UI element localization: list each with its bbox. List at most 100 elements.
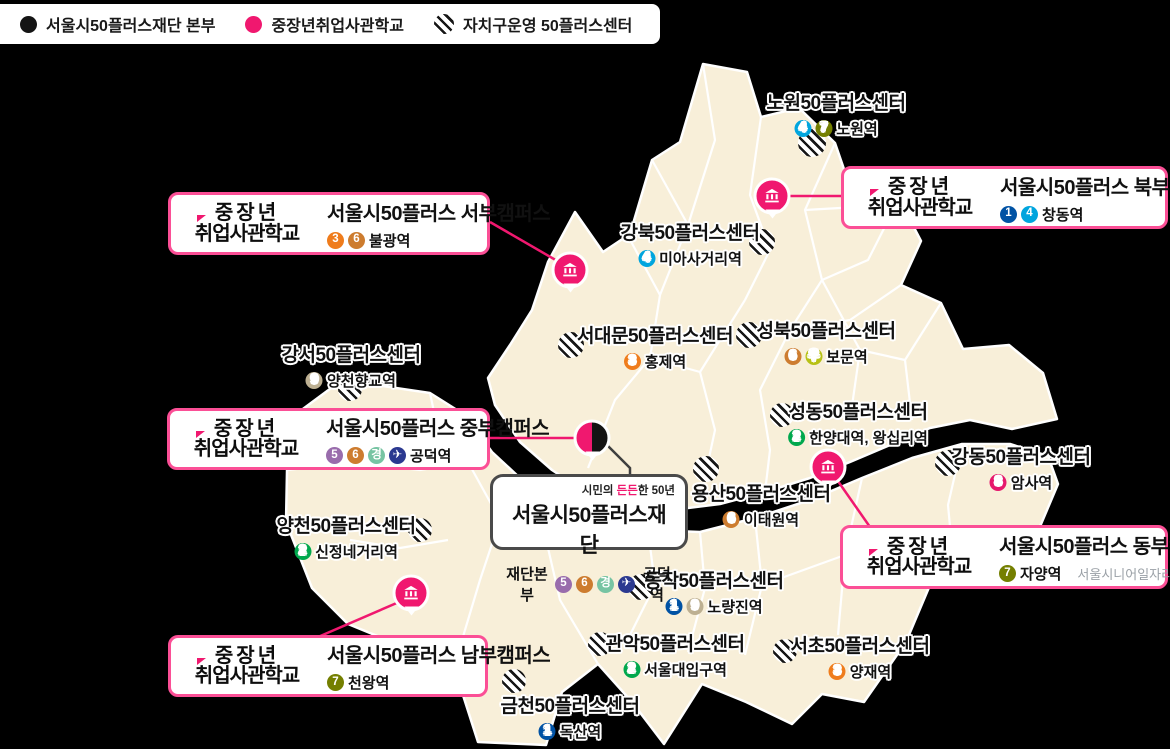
subway-line-badge: 4 [1021,205,1038,223]
subway-line-badge: 6 [347,447,364,464]
campus-dot-icon [245,15,263,33]
pin-west-campus[interactable] [551,251,589,289]
logo-line2: 취업사관학교 [194,665,300,687]
subway-line-badge: 6 [576,575,593,593]
logo-line1: 중장년 [214,202,280,225]
district-marker-gwanak[interactable] [588,632,612,656]
subway-line-badge: 6 [348,231,365,249]
station-name: 홍제역 [644,354,687,371]
campus-title: 서울시50플러스 서부캠퍼스 [327,202,551,225]
station-name: 양재역 [849,664,892,681]
subway-line-badge: 2 [788,429,806,446]
station-name: 공덕역 [643,566,671,604]
hatch-circle-icon [433,14,454,34]
subway-line-badge: 2 [294,543,312,560]
foundation-title: 서울시50플러스재단 [511,504,667,557]
pin-south-campus[interactable] [392,574,430,612]
logo-line2: 취업사관학교 [193,438,299,460]
center-name: 강서50플러스센터 [281,345,422,366]
bank-icon [765,188,779,203]
subway-line-badge: 6 [722,511,740,528]
subway-line-badge: 3 [828,663,846,680]
station-name: 노량진역 [707,599,763,616]
subway-line-badge: 7 [999,565,1016,582]
academy-logo: 중장년 취업사관학교 [856,177,984,218]
district-marker-geumcheon[interactable] [502,669,526,693]
map-north-mass [486,62,1059,512]
subway-line-badge: 1 [665,598,683,615]
bank-icon [404,585,418,600]
subway-line-badge: 3 [327,231,344,249]
academy-logo: 중장년 취업사관학교 [855,536,983,577]
station-name: 미아사거리역 [659,251,742,268]
foundation-tagline: 시민의 든든한 50년 [581,485,675,497]
subway-line-badge: 6 [784,348,802,365]
station-name: 노원역 [836,121,878,138]
pin-foundation-hq[interactable] [573,419,611,457]
center-name: 노원50플러스센터 [766,93,907,114]
bank-icon [563,262,577,277]
legend-item-foundation: 서울시50플러스재단 본부 [20,12,215,36]
campus-title: 서울시50플러스 북부캠퍼스 [1000,176,1170,199]
station-name: 자양역 [1020,566,1062,583]
station-name: 독산역 [559,724,602,741]
center-name: 용산50플러스센터 [691,484,832,505]
station-name: 암사역 [1010,475,1053,492]
bank-icon [821,459,835,474]
legend-label: 자치구운영 50플러스센터 [462,18,633,35]
center-name: 성북50플러스센터 [756,321,897,342]
campus-title: 서울시50플러스 동부캠퍼스 [999,536,1170,558]
legend-item-district: 자치구운영 50플러스센터 [433,12,633,36]
district-marker-seocho[interactable] [773,639,797,663]
subway-line-badge: 2 [623,661,641,678]
district-marker-yangcheon[interactable] [408,518,432,542]
district-borders-north [586,63,942,501]
district-borders-south [287,392,964,665]
connector-lines [317,194,872,639]
subway-line-badge: 9 [686,598,704,615]
center-name: 관악50플러스센터 [605,634,746,655]
district-marker-gangseo[interactable] [338,377,362,401]
district-marker-seodaemun[interactable] [558,332,584,358]
district-marker-yongsan[interactable] [693,456,719,482]
legend-label: 중장년취업사관학교 [271,18,404,35]
connector-west-campus [489,220,567,268]
hq-label: 재단본부 [506,566,548,604]
pin-east-campus[interactable] [809,448,847,486]
center-name: 강동50플러스센터 [951,447,1092,468]
academy-logo: 중장년 취업사관학교 [183,645,311,687]
district-marker-gangdong[interactable] [935,450,961,476]
logo-line2: 취업사관학교 [194,222,300,245]
subway-line-badge: 5 [555,575,572,593]
district-marker-gangbuk[interactable] [749,229,775,255]
pin-north-campus[interactable] [753,177,791,215]
district-marker-seongbuk[interactable] [736,322,762,348]
station-name: 공덕역 [410,448,452,465]
station-name: 보문역 [826,349,868,366]
subway-line-badge: 1 [1000,205,1017,223]
foundation-dot-icon [20,15,37,33]
station-name: 창동역 [1042,206,1084,224]
subway-line-badge: 4 [794,120,812,137]
subway-line-badge: 경 [368,447,385,464]
center-name: 성동50플러스센터 [788,402,928,423]
station-name: 신정네거리역 [315,544,398,561]
district-marker-seongdong[interactable] [770,403,794,427]
subway-line-badge: 9 [305,372,323,389]
card-east-campus[interactable]: 중장년 취업사관학교 서울시50플러스 동부캠퍼스 7자양역서울시니어일자리지원… [840,525,1170,589]
logo-flag-icon [197,657,206,665]
